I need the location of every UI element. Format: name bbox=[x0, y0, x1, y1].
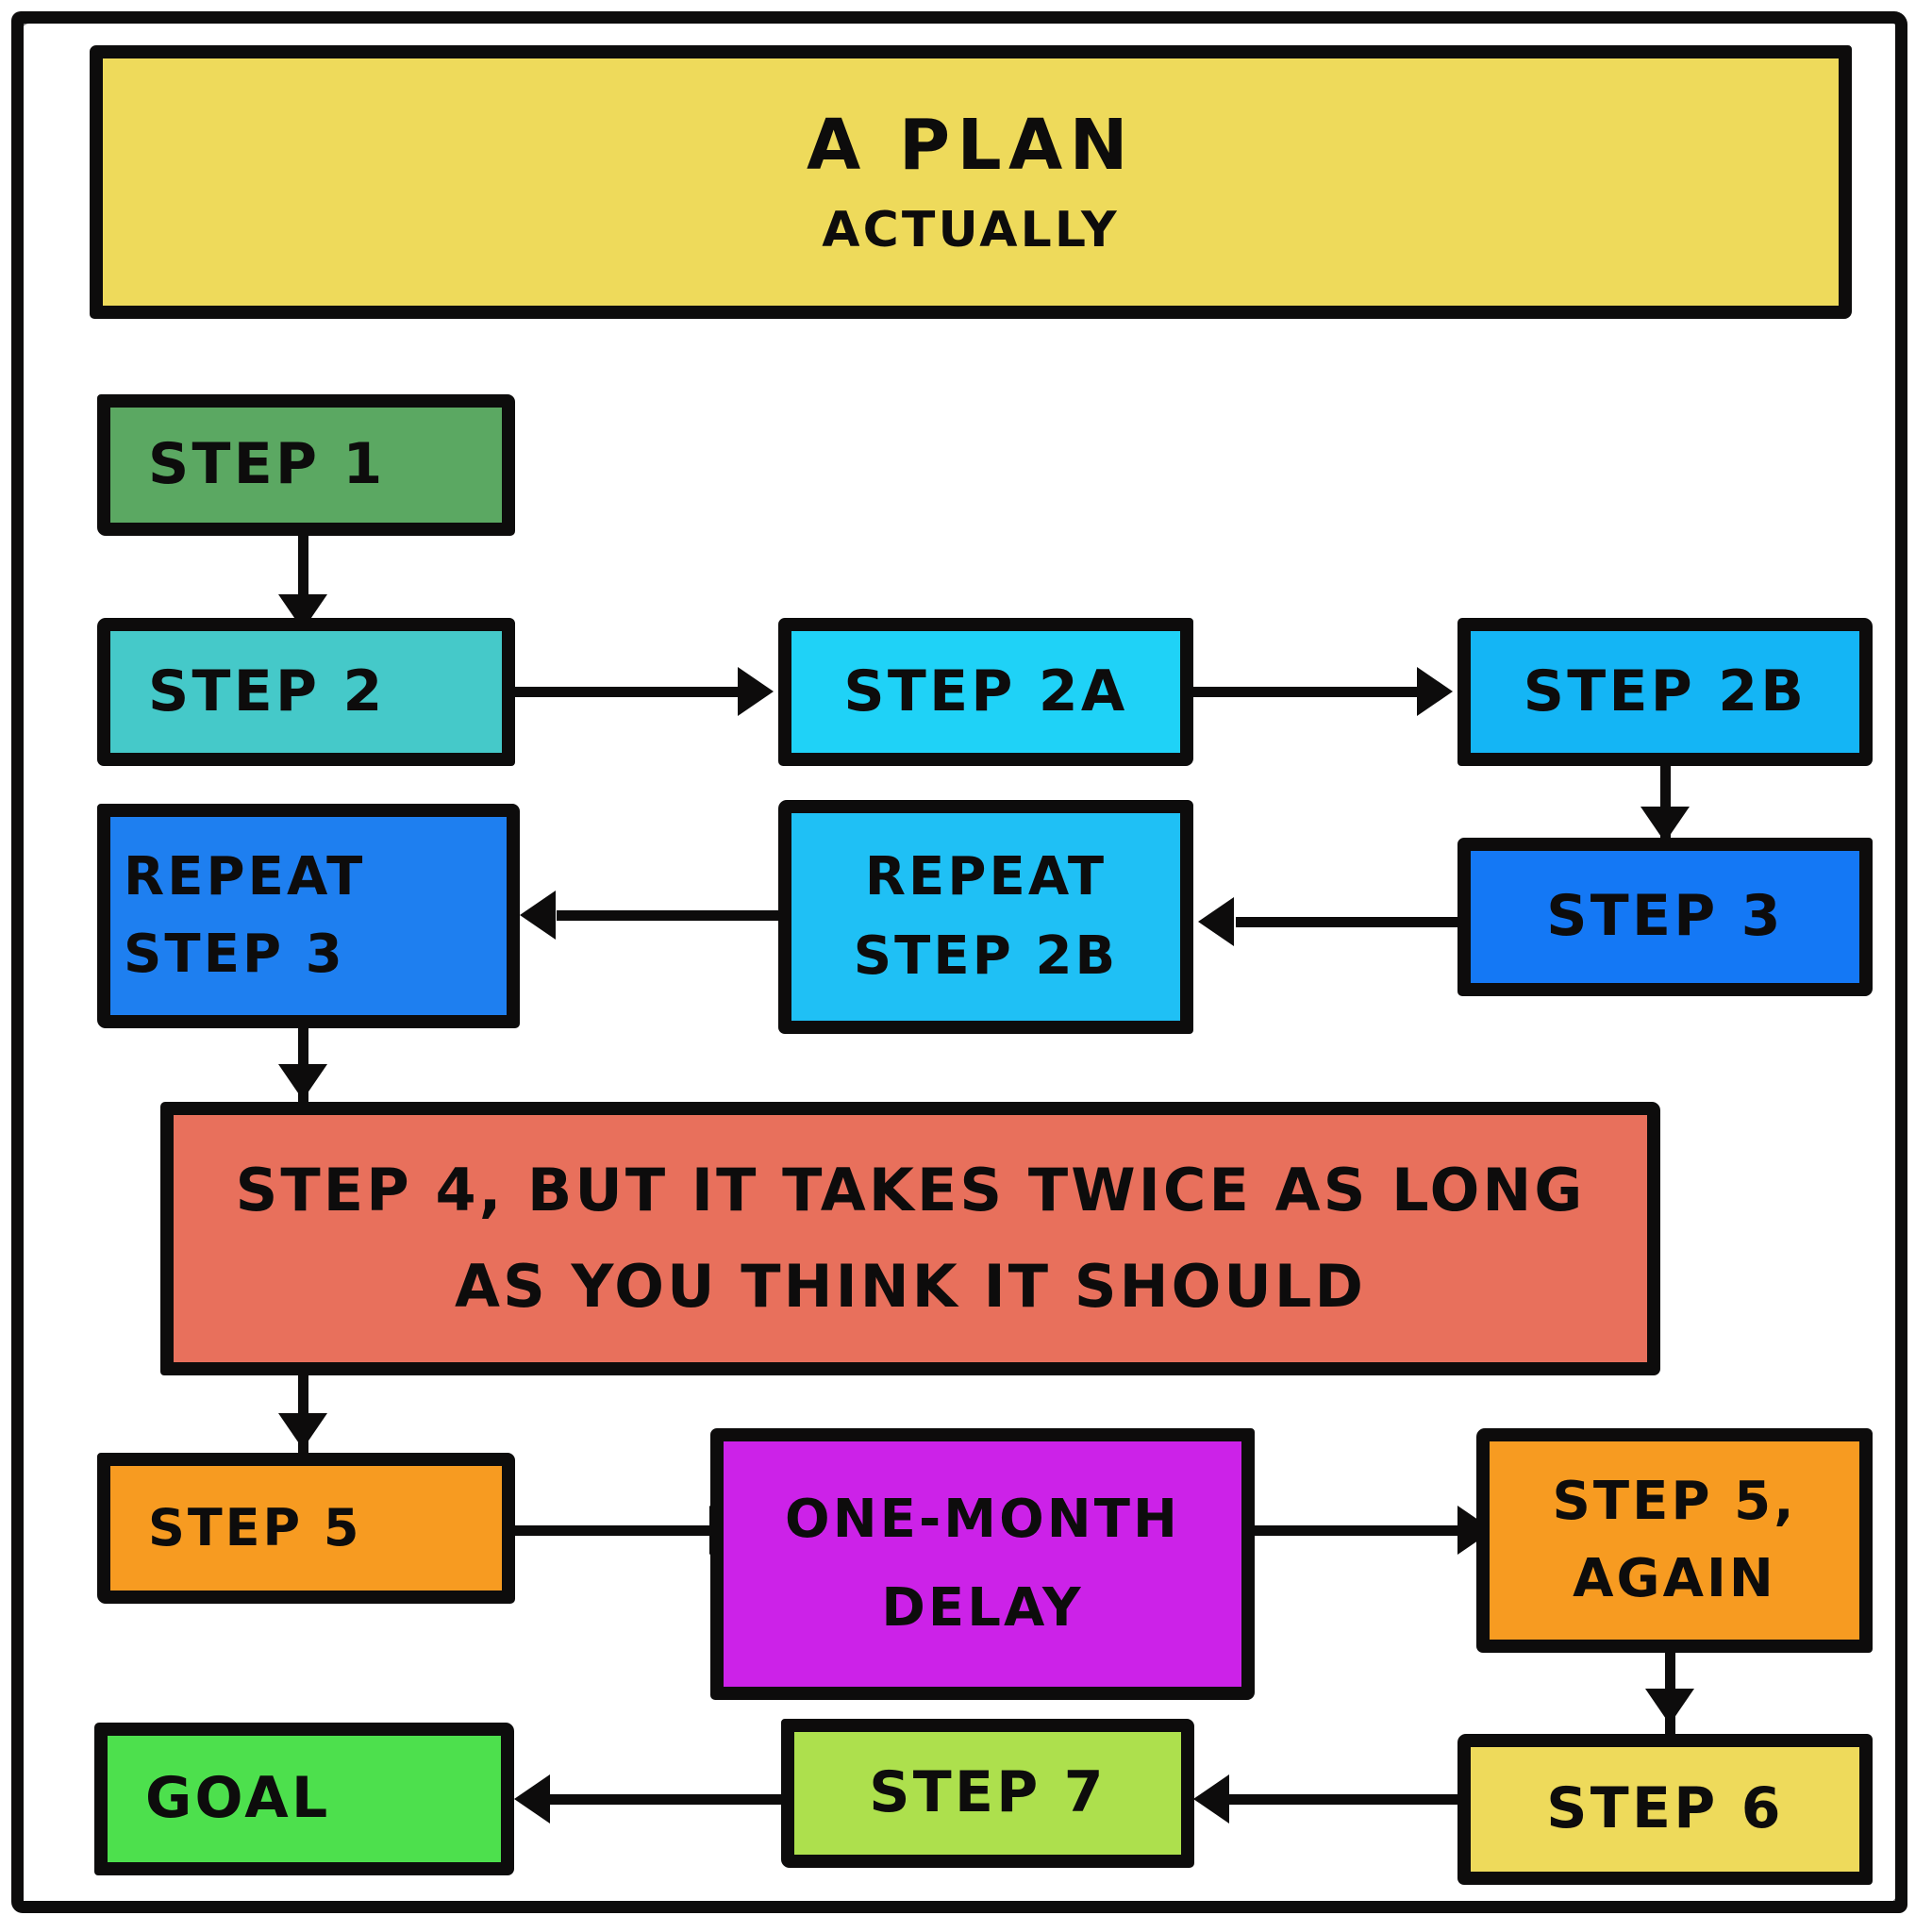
arrowhead-step4-to-step5 bbox=[278, 1413, 327, 1449]
edge-delay-to-step5again bbox=[1255, 1525, 1472, 1536]
edge-step7-to-goal bbox=[550, 1794, 784, 1805]
edge-step6-to-step7 bbox=[1229, 1794, 1463, 1805]
node-delay-line1: ONE-MONTH bbox=[785, 1488, 1180, 1550]
arrowhead-step2-to-step2a bbox=[738, 667, 774, 716]
arrowhead-repeat3-to-step4 bbox=[278, 1064, 327, 1100]
node-step2b[interactable]: STEP 2B bbox=[1457, 618, 1873, 766]
node-step4-line1: STEP 4, BUT IT TAKES TWICE AS LONG bbox=[235, 1156, 1586, 1225]
node-repeat-step3-line2: STEP 3 bbox=[124, 924, 345, 985]
node-step5-again-line1: STEP 5, bbox=[1552, 1470, 1797, 1532]
title-banner: A PLAN ACTUALLY bbox=[90, 45, 1852, 319]
node-step5-label: STEP 5 bbox=[148, 1498, 362, 1558]
edge-step2b-to-step3 bbox=[1660, 764, 1671, 844]
node-step1[interactable]: STEP 1 bbox=[97, 394, 515, 536]
arrowhead-repeat2b-to-repeat3 bbox=[520, 891, 556, 940]
node-step5-again-line2: AGAIN bbox=[1573, 1548, 1776, 1609]
node-repeat-step3-line1: REPEAT bbox=[124, 845, 366, 908]
edge-step2-to-step2a bbox=[515, 687, 751, 697]
arrowhead-step6-to-step7 bbox=[1193, 1774, 1229, 1824]
node-one-month-delay[interactable]: ONE-MONTH DELAY bbox=[710, 1428, 1255, 1700]
node-step6[interactable]: STEP 6 bbox=[1457, 1734, 1873, 1885]
node-goal-label: GOAL bbox=[145, 1765, 331, 1832]
node-step7-label: STEP 7 bbox=[869, 1759, 1107, 1826]
node-step2a[interactable]: STEP 2A bbox=[778, 618, 1193, 766]
node-step3[interactable]: STEP 3 bbox=[1457, 838, 1873, 996]
node-step2a-label: STEP 2A bbox=[843, 658, 1128, 724]
page-subtitle: ACTUALLY bbox=[822, 202, 1120, 259]
node-step7[interactable]: STEP 7 bbox=[781, 1719, 1194, 1868]
node-step2b-label: STEP 2B bbox=[1523, 658, 1807, 724]
edge-step5-to-delay bbox=[515, 1525, 724, 1536]
arrowhead-step7-to-goal bbox=[514, 1774, 550, 1824]
node-repeat-step2b[interactable]: REPEAT STEP 2B bbox=[778, 800, 1193, 1034]
node-step1-label: STEP 1 bbox=[148, 431, 386, 498]
node-step4[interactable]: STEP 4, BUT IT TAKES TWICE AS LONG AS YO… bbox=[160, 1102, 1660, 1375]
arrowhead-step2a-to-step2b bbox=[1417, 667, 1453, 716]
edge-step2a-to-step2b bbox=[1193, 687, 1429, 697]
node-goal[interactable]: GOAL bbox=[94, 1723, 514, 1875]
node-step5-again[interactable]: STEP 5, AGAIN bbox=[1476, 1428, 1873, 1653]
node-step3-label: STEP 3 bbox=[1546, 883, 1784, 950]
arrowhead-step5again-to-step6 bbox=[1645, 1689, 1694, 1724]
node-step5[interactable]: STEP 5 bbox=[97, 1453, 515, 1604]
arrowhead-step2b-to-step3 bbox=[1641, 807, 1690, 842]
node-delay-line2: DELAY bbox=[881, 1577, 1084, 1639]
node-step4-line2: AS YOU THINK IT SHOULD bbox=[454, 1252, 1367, 1321]
edge-step3-to-repeat2b bbox=[1236, 917, 1462, 927]
arrowhead-step3-to-repeat2b bbox=[1198, 897, 1234, 946]
node-step2-label: STEP 2 bbox=[148, 658, 386, 724]
outer-frame bbox=[11, 11, 1907, 1913]
node-repeat-step3[interactable]: REPEAT STEP 3 bbox=[97, 804, 520, 1028]
node-step6-label: STEP 6 bbox=[1546, 1775, 1784, 1842]
page-title: A PLAN bbox=[806, 105, 1136, 187]
edge-repeat2b-to-repeat3 bbox=[557, 910, 783, 921]
node-step2[interactable]: STEP 2 bbox=[97, 618, 515, 766]
edge-step1-to-step2 bbox=[298, 534, 308, 625]
node-repeat-step2b-line2: STEP 2B bbox=[853, 925, 1119, 987]
node-repeat-step2b-line1: REPEAT bbox=[864, 845, 1108, 908]
